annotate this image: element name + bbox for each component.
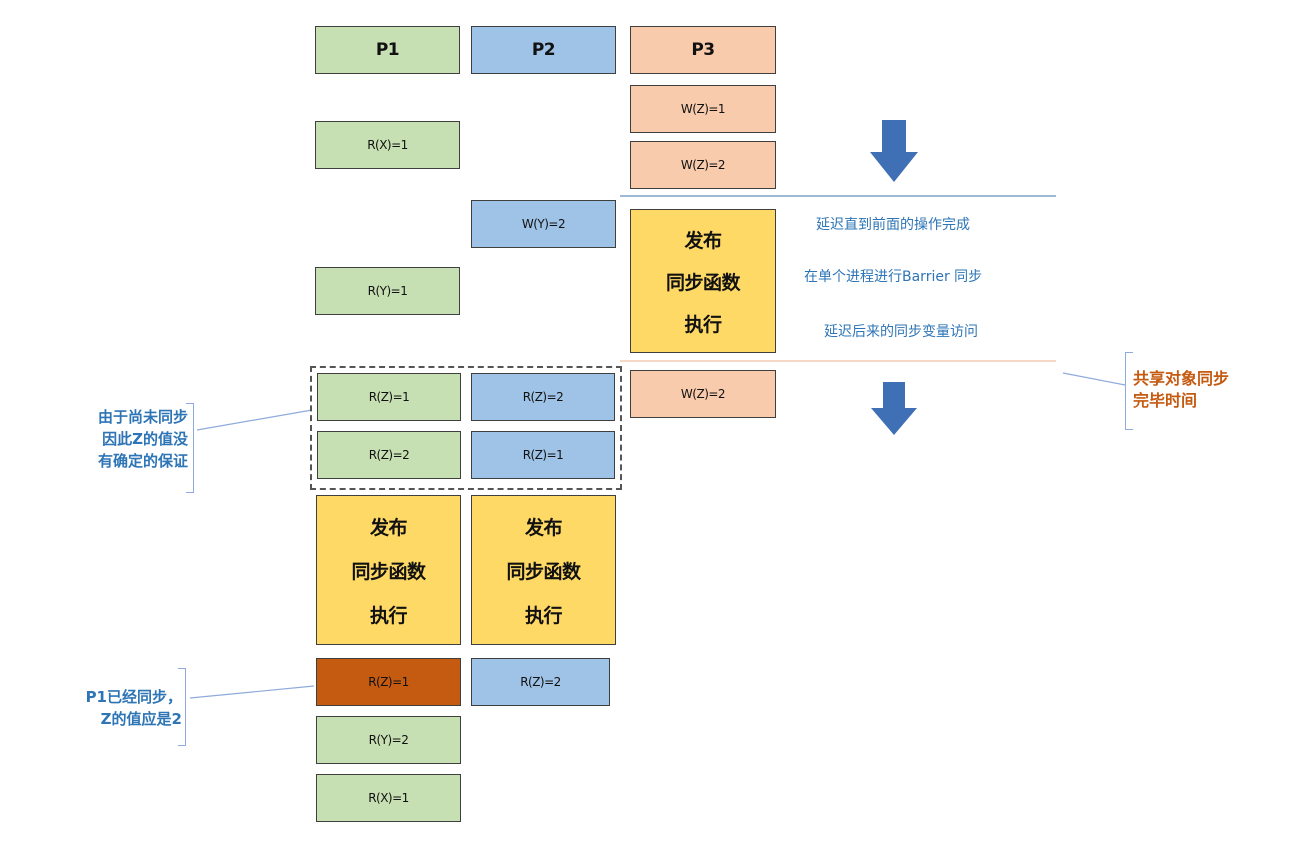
synced-pointer-line (189, 685, 315, 699)
unsync-line-2: 因此Z的值没 (102, 430, 188, 448)
op-p3-w-z2: W(Z)=2 (630, 141, 776, 189)
op-p2-r-z1: R(Z)=1 (471, 431, 615, 479)
shared-done-line-2: 完毕时间 (1133, 391, 1198, 410)
synced-line-1: P1已经同步， (85, 688, 182, 706)
shared-done-line-1: 共享对象同步 (1133, 369, 1230, 388)
op-p1-r-x1: R(X)=1 (315, 121, 460, 169)
op-p1-r-z1: R(Z)=1 (317, 373, 461, 421)
op-p2-r-z2-after: R(Z)=2 (471, 658, 610, 706)
unsync-region (310, 366, 622, 490)
p1-header: P1 (315, 26, 460, 74)
synced-note-bracket (178, 668, 186, 746)
shared-note-bracket (1125, 352, 1133, 430)
shared-pointer-line (1062, 372, 1126, 386)
note-barrier: 在单个进程进行Barrier 同步 (804, 269, 983, 285)
p2-sync-block: 发布 同步函数 执行 (471, 495, 616, 645)
op-p1-r-z2: R(Z)=2 (317, 431, 461, 479)
op-p3-w-z2-after: W(Z)=2 (630, 370, 776, 418)
synced-note: P1已经同步， Z的值应是2 (24, 686, 182, 730)
sync-line-2: 同步函数 (665, 271, 741, 294)
sync-line-1: 发布 (524, 516, 563, 539)
p3-sync-block: 发布 同步函数 执行 (630, 209, 776, 353)
unsync-pointer-line (196, 409, 313, 431)
shared-done-note: 共享对象同步 完毕时间 (1133, 368, 1229, 412)
down-arrow-icon-2 (871, 382, 917, 435)
op-p1-r-y1: R(Y)=1 (315, 267, 460, 315)
op-p1-r-z1-synced: R(Z)=1 (316, 658, 461, 706)
sync-line-3: 执行 (524, 604, 563, 627)
unsync-note-bracket (186, 403, 194, 493)
unsync-line-1: 由于尚未同步 (97, 408, 188, 426)
p1-sync-block: 发布 同步函数 执行 (316, 495, 461, 645)
op-p2-w-y2: W(Y)=2 (471, 200, 616, 248)
p2-header: P2 (471, 26, 616, 74)
sync-line-2: 同步函数 (351, 560, 426, 583)
unsync-line-3: 有确定的保证 (97, 452, 188, 470)
p3-header: P3 (630, 26, 776, 74)
unsync-note: 由于尚未同步 因此Z的值没 有确定的保证 (40, 406, 188, 472)
down-arrow-icon (870, 120, 918, 182)
sync-line-2: 同步函数 (506, 560, 581, 583)
synced-line-2: Z的值应是2 (100, 710, 182, 728)
sync-line-1: 发布 (684, 229, 722, 252)
note-delay-later: 延迟后来的同步变量访问 (824, 324, 978, 340)
op-p3-w-z1: W(Z)=1 (630, 85, 776, 133)
op-p1-r-x1-final: R(X)=1 (316, 774, 461, 822)
note-delay-until: 延迟直到前面的操作完成 (816, 217, 970, 233)
sync-line-3: 执行 (684, 313, 722, 336)
sync-line-1: 发布 (369, 516, 408, 539)
op-p1-r-y2: R(Y)=2 (316, 716, 461, 764)
op-p2-r-z2: R(Z)=2 (471, 373, 615, 421)
sync-line-3: 执行 (369, 604, 408, 627)
